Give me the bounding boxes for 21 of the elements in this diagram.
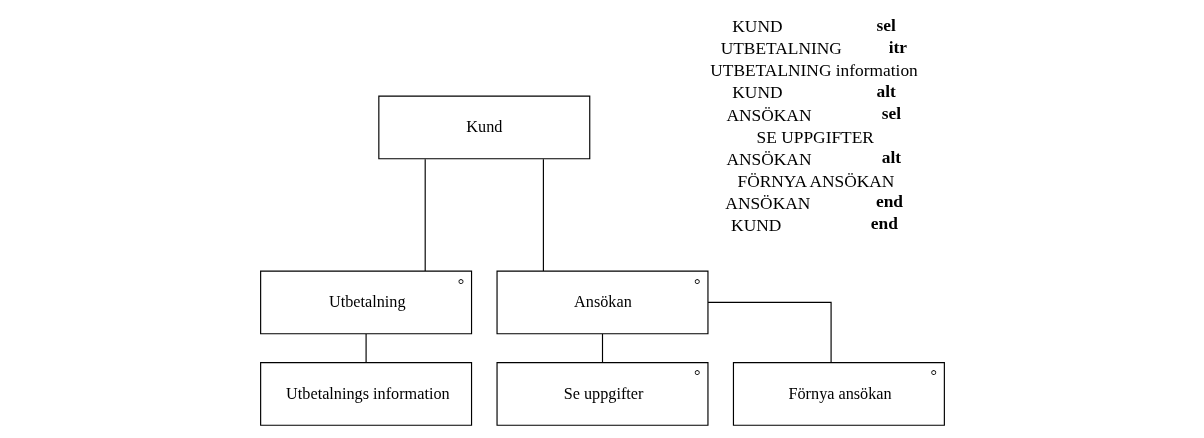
connector — [601, 333, 603, 363]
connector — [365, 333, 367, 363]
node-box: Kund — [377, 95, 590, 160]
label: SE UPPGIFTER — [756, 127, 874, 147]
label: KUND end — [730, 214, 898, 235]
label: KUND alt — [731, 82, 896, 103]
node-box: ° Se uppgifter — [495, 362, 709, 426]
label: ANSÖKAN alt — [726, 148, 901, 169]
label: KUND sel — [731, 16, 896, 37]
connector — [424, 158, 426, 272]
label: ANSÖKAN sel — [726, 104, 901, 125]
node-box: ° Förnya ansökan — [732, 362, 945, 426]
label: ANSÖKAN end — [724, 192, 903, 213]
connector — [542, 158, 544, 272]
connector — [707, 301, 832, 364]
label: FÖRNYA ANSÖKAN — [737, 171, 894, 191]
label: UTBETALNING information — [709, 61, 918, 81]
node-box: ° Utbetalning — [259, 270, 472, 335]
node-box: ° Ansökan — [495, 270, 709, 335]
node-box: Utbetalnings information — [259, 362, 472, 426]
label: UTBETALNING itr — [720, 38, 907, 59]
